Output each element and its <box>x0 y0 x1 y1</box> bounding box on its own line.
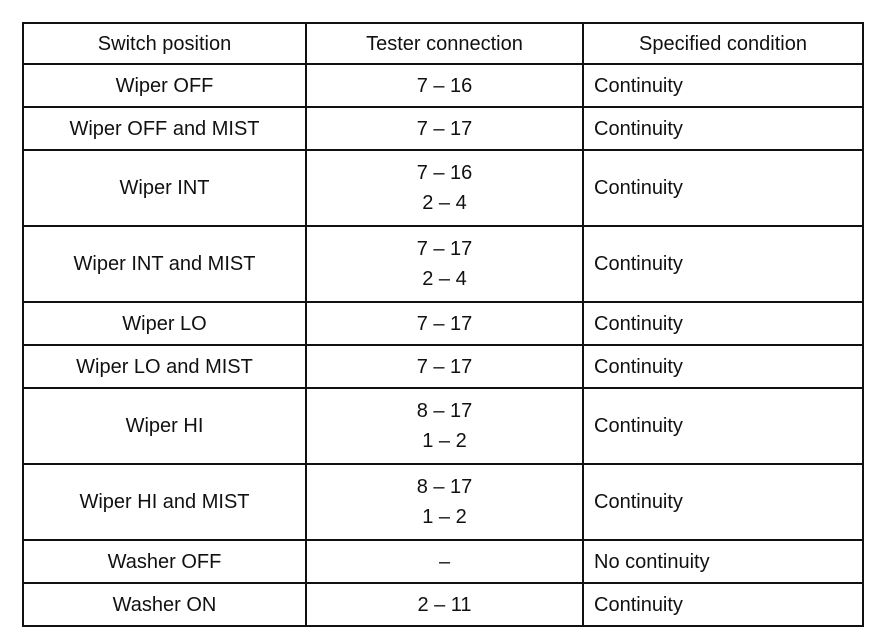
table-row: Wiper OFF and MIST 7 – 17 Continuity <box>22 106 864 151</box>
table-row: Washer ON 2 – 11 Continuity <box>22 582 864 627</box>
connection-value: 1 – 2 <box>422 430 467 452</box>
switch-position-cell: Wiper INT and MIST <box>22 225 307 303</box>
specified-condition-cell: Continuity <box>582 344 864 389</box>
tester-connection-cell: 8 – 17 1 – 2 <box>305 463 584 541</box>
connection-value: – <box>438 550 451 573</box>
table-body: Wiper OFF 7 – 16 Continuity Wiper OFF an… <box>22 63 864 627</box>
connection-value: 8 – 17 <box>416 400 473 422</box>
table-row: Wiper INT and MIST 7 – 17 2 – 4 Continui… <box>22 225 864 303</box>
table-row: Wiper LO and MIST 7 – 17 Continuity <box>22 344 864 389</box>
switch-position-cell: Wiper OFF <box>22 63 307 108</box>
table-row: Wiper INT 7 – 16 2 – 4 Continuity <box>22 149 864 227</box>
switch-inspection-table: Switch position Tester connection Specif… <box>22 22 864 627</box>
table-row: Wiper HI and MIST 8 – 17 1 – 2 Continuit… <box>22 463 864 541</box>
specified-condition-cell: Continuity <box>582 106 864 151</box>
specified-condition-cell: Continuity <box>582 301 864 346</box>
tester-connection-cell: – <box>305 539 584 584</box>
header-tester-connection: Tester connection <box>305 22 584 65</box>
specified-condition-cell: Continuity <box>582 387 864 465</box>
connection-value: 7 – 17 <box>416 355 473 378</box>
specified-condition-cell: Continuity <box>582 225 864 303</box>
connection-value: 2 – 4 <box>422 268 467 290</box>
header-switch-position: Switch position <box>22 22 307 65</box>
connection-value: 1 – 2 <box>422 506 467 528</box>
table-row: Washer OFF – No continuity <box>22 539 864 584</box>
table-row: Wiper HI 8 – 17 1 – 2 Continuity <box>22 387 864 465</box>
connection-value: 7 – 17 <box>416 238 473 260</box>
header-specified-condition: Specified condition <box>582 22 864 65</box>
connection-value: 7 – 16 <box>416 74 473 97</box>
switch-position-cell: Wiper LO and MIST <box>22 344 307 389</box>
connection-value: 8 – 17 <box>416 476 473 498</box>
switch-position-cell: Wiper HI <box>22 387 307 465</box>
tester-connection-cell: 7 – 17 <box>305 344 584 389</box>
tester-connection-cell: 2 – 11 <box>305 582 584 627</box>
specified-condition-cell: No continuity <box>582 539 864 584</box>
specified-condition-cell: Continuity <box>582 463 864 541</box>
switch-position-cell: Wiper OFF and MIST <box>22 106 307 151</box>
connection-value: 7 – 17 <box>416 312 473 335</box>
switch-position-cell: Wiper LO <box>22 301 307 346</box>
connection-value: 2 – 11 <box>417 593 472 616</box>
tester-connection-cell: 8 – 17 1 – 2 <box>305 387 584 465</box>
connection-value: 7 – 17 <box>416 117 473 140</box>
table-row: Wiper OFF 7 – 16 Continuity <box>22 63 864 108</box>
table-header: Switch position Tester connection Specif… <box>22 22 864 65</box>
switch-position-cell: Wiper HI and MIST <box>22 463 307 541</box>
switch-position-cell: Wiper INT <box>22 149 307 227</box>
tester-connection-cell: 7 – 17 2 – 4 <box>305 225 584 303</box>
connection-value: 7 – 16 <box>416 162 473 184</box>
switch-position-cell: Washer OFF <box>22 539 307 584</box>
specified-condition-cell: Continuity <box>582 582 864 627</box>
tester-connection-cell: 7 – 16 <box>305 63 584 108</box>
header-row: Switch position Tester connection Specif… <box>22 22 864 65</box>
tester-connection-cell: 7 – 16 2 – 4 <box>305 149 584 227</box>
tester-connection-cell: 7 – 17 <box>305 106 584 151</box>
switch-position-cell: Washer ON <box>22 582 307 627</box>
tester-connection-cell: 7 – 17 <box>305 301 584 346</box>
connection-value: 2 – 4 <box>422 192 467 214</box>
specified-condition-cell: Continuity <box>582 149 864 227</box>
specified-condition-cell: Continuity <box>582 63 864 108</box>
table-row: Wiper LO 7 – 17 Continuity <box>22 301 864 346</box>
switch-inspection-table-wrapper: Switch position Tester connection Specif… <box>22 22 864 627</box>
